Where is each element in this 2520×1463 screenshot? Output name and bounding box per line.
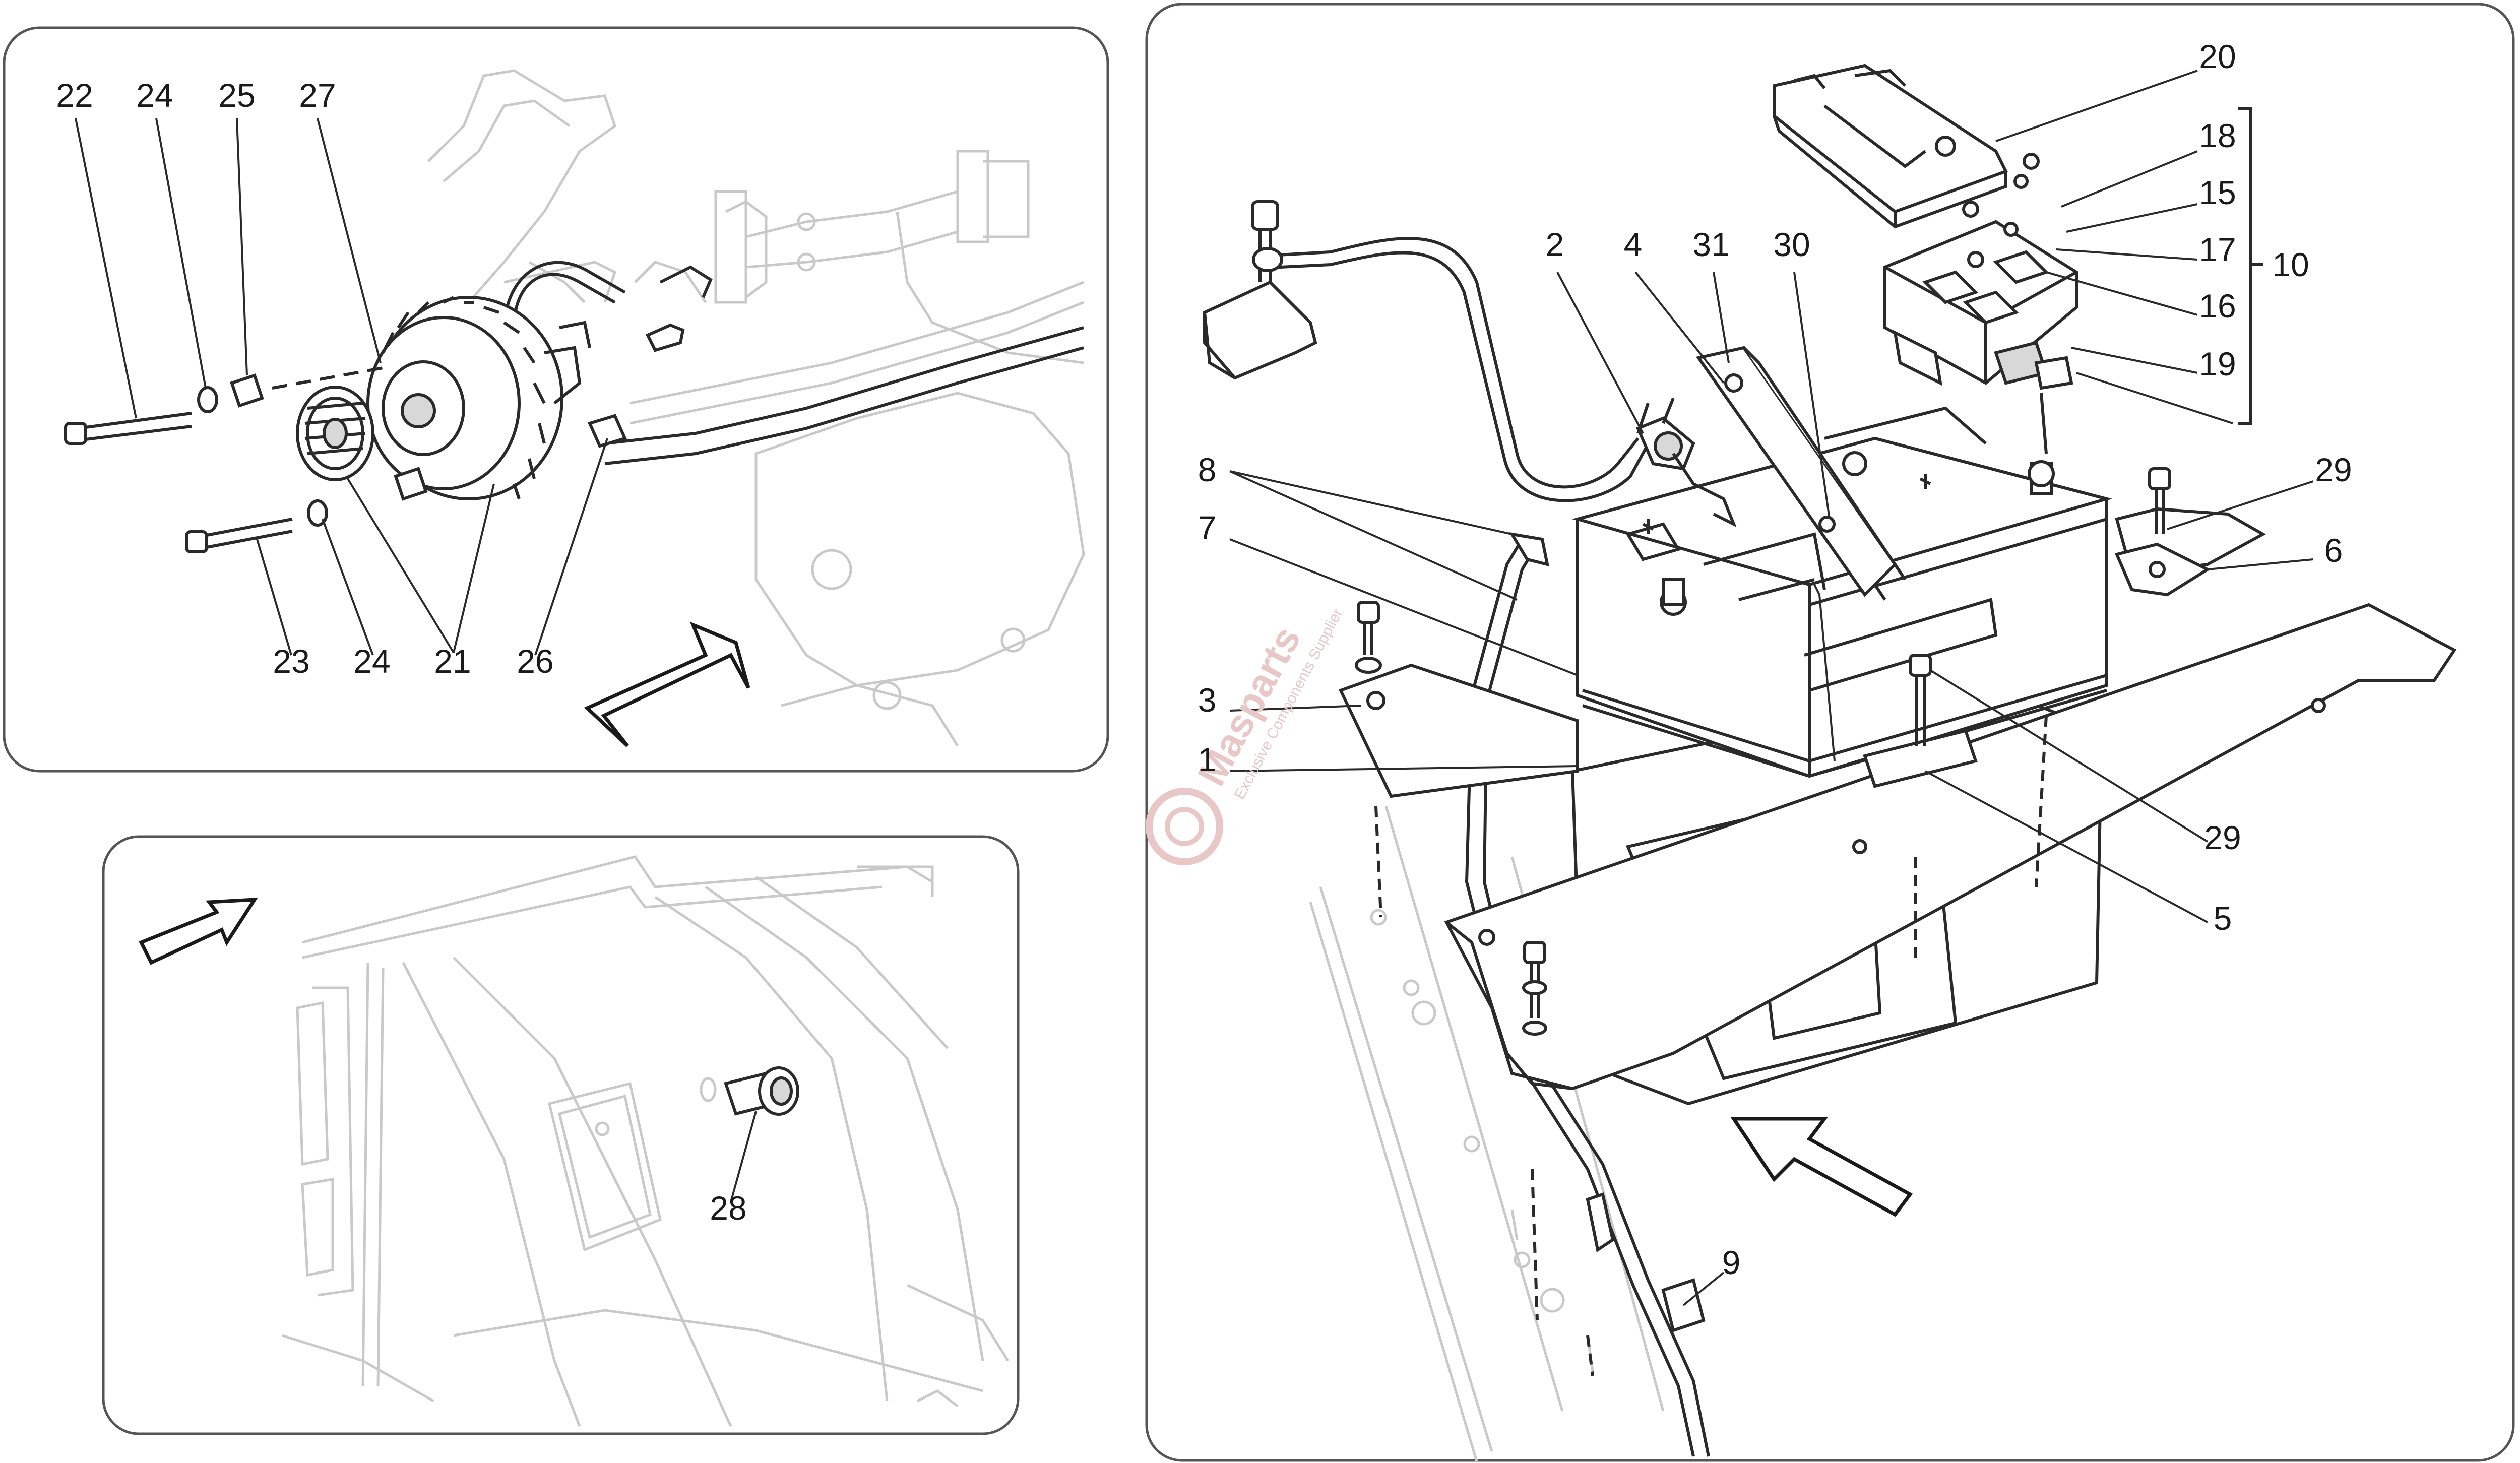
alternator-leaders <box>75 118 608 656</box>
callout-21: 21 <box>434 643 471 680</box>
callout-7: 7 <box>1198 509 1217 546</box>
battery-support-frame <box>1338 507 2457 1376</box>
callout-9: 9 <box>1722 1244 1741 1281</box>
callout-8: 8 <box>1198 451 1217 488</box>
mounting-bolts <box>1355 467 2171 1036</box>
callout-25: 25 <box>218 77 255 114</box>
socket-panel <box>102 835 1020 1435</box>
battery-leaders <box>1229 70 2314 1306</box>
callout-26: 26 <box>517 643 553 680</box>
direction-arrow <box>1730 1117 1913 1217</box>
callout-16: 16 <box>2199 287 2236 325</box>
callout-29: 29 <box>2315 451 2352 488</box>
callout-31: 31 <box>1692 226 1729 263</box>
callout-23: 23 <box>273 643 309 680</box>
battery-panel: Masparts Exclusive Components Supplier <box>1145 3 2515 1462</box>
callout-6: 6 <box>2324 532 2343 569</box>
callout-20: 20 <box>2199 38 2236 75</box>
callout-2: 2 <box>1546 226 1564 263</box>
callout-5: 5 <box>2214 900 2232 937</box>
battery-terminal <box>1636 397 1737 528</box>
callout-24: 24 <box>353 643 390 680</box>
watermark-logo-icon <box>1146 788 1223 865</box>
power-socket <box>700 1066 799 1202</box>
callout-22: 22 <box>56 77 93 114</box>
engine-context <box>427 69 1085 747</box>
direction-arrow <box>584 621 750 747</box>
alternator-panel <box>3 26 1109 773</box>
fuse-box <box>1883 153 2078 454</box>
alternator-pulley <box>296 386 374 481</box>
callout-17: 17 <box>2199 231 2236 268</box>
callout-30: 30 <box>1773 226 1810 263</box>
callout-3: 3 <box>1198 681 1217 719</box>
callout-18: 18 <box>2199 117 2236 154</box>
callout-29: 29 <box>2204 819 2241 856</box>
ground-cable <box>1203 200 1647 502</box>
alternator-fasteners <box>64 366 627 553</box>
callout-19: 19 <box>2199 345 2236 383</box>
callout-10: 10 <box>2272 246 2309 283</box>
callout-4: 4 <box>1624 226 1643 263</box>
interior-context <box>282 855 1010 1427</box>
callout-28: 28 <box>710 1189 746 1227</box>
callout-15: 15 <box>2199 174 2236 211</box>
alternator <box>366 296 591 500</box>
callout-27: 27 <box>299 77 336 114</box>
fuse-box-cover <box>1773 63 2008 229</box>
hold-down-bracket <box>1695 346 1907 601</box>
callout-24: 24 <box>136 77 173 114</box>
callout-1: 1 <box>1198 741 1217 778</box>
direction-arrow <box>139 898 258 965</box>
socket-panel-border <box>102 835 1020 1435</box>
